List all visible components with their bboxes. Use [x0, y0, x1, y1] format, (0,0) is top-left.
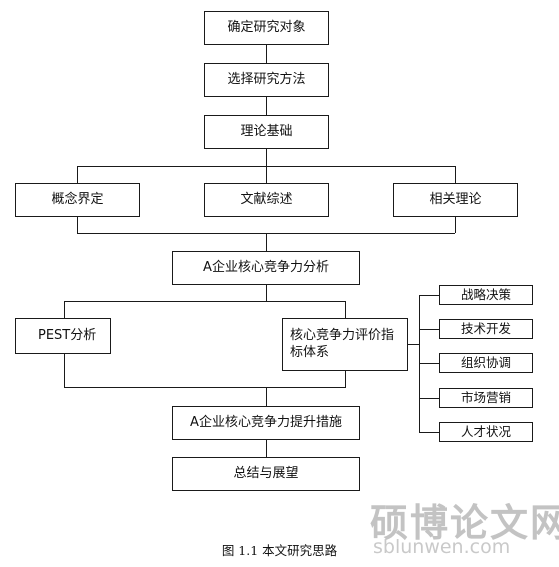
node-label: 核心竞争力评价指标体系: [290, 328, 395, 360]
node-label: 概念界定: [51, 191, 104, 207]
node-label: 确定研究对象: [227, 19, 306, 35]
indicator-label: 市场营销: [460, 390, 511, 406]
connector-line: [419, 295, 439, 297]
node-label: A企业核心竞争力分析: [203, 259, 329, 275]
connector-line: [455, 166, 457, 183]
indicator-box: 组织协调: [439, 353, 533, 373]
node-theory-basis: 理论基础: [204, 115, 329, 149]
connector-line: [266, 45, 268, 63]
node-label: PEST分析: [38, 327, 97, 343]
indicator-label: 技术开发: [460, 321, 511, 337]
connector-line: [266, 233, 268, 251]
connector-line: [64, 301, 66, 318]
connector-line: [266, 166, 268, 183]
node-concept-definition: 概念界定: [15, 183, 140, 217]
connector-line: [419, 398, 439, 400]
connector-line: [345, 301, 347, 318]
connector-line: [77, 217, 79, 233]
indicator-label: 人才状况: [460, 424, 511, 440]
connector-line: [419, 432, 439, 434]
indicator-box: 市场营销: [439, 388, 533, 408]
node-improvement-measures: A企业核心竞争力提升措施: [172, 406, 360, 440]
node-label: 总结与展望: [233, 465, 299, 481]
connector-line: [77, 166, 79, 183]
node-determine-object: 确定研究对象: [204, 11, 329, 45]
connector-line: [266, 97, 268, 115]
node-literature-review: 文献综述: [204, 183, 329, 217]
node-label: 理论基础: [240, 123, 293, 139]
connector-line: [266, 149, 268, 166]
node-evaluation-index-system: 核心竞争力评价指标体系: [282, 318, 408, 371]
connector-line: [419, 329, 439, 331]
watermark-url: sblunwen.com: [373, 536, 511, 558]
watermark-logo: 硕博论文网: [370, 500, 559, 545]
connector-line: [64, 354, 66, 387]
connector-line: [64, 387, 346, 389]
connector-line: [266, 387, 268, 406]
node-pest-analysis: PEST分析: [15, 318, 111, 354]
indicator-label: 组织协调: [460, 355, 511, 371]
node-choose-method: 选择研究方法: [204, 63, 329, 97]
indicator-label: 战略决策: [460, 287, 511, 303]
connector-line: [408, 344, 419, 346]
connector-line: [266, 440, 268, 457]
indicator-box: 战略决策: [439, 285, 533, 305]
figure-caption: 图 1.1 本文研究思路: [221, 543, 338, 558]
connector-line: [266, 285, 268, 301]
node-related-theory: 相关理论: [393, 183, 518, 217]
connector-line: [419, 363, 439, 365]
node-core-competitiveness-analysis: A企业核心竞争力分析: [172, 251, 360, 285]
indicator-box: 技术开发: [439, 319, 533, 339]
connector-line: [345, 371, 347, 387]
node-label: A企业核心竞争力提升措施: [190, 414, 342, 430]
node-label: 文献综述: [240, 191, 293, 207]
connector-line: [455, 217, 457, 233]
connector-line: [64, 301, 346, 303]
indicator-box: 人才状况: [439, 422, 533, 442]
node-summary-outlook: 总结与展望: [172, 457, 360, 491]
node-label: 相关理论: [429, 191, 482, 207]
node-label: 选择研究方法: [227, 71, 306, 87]
